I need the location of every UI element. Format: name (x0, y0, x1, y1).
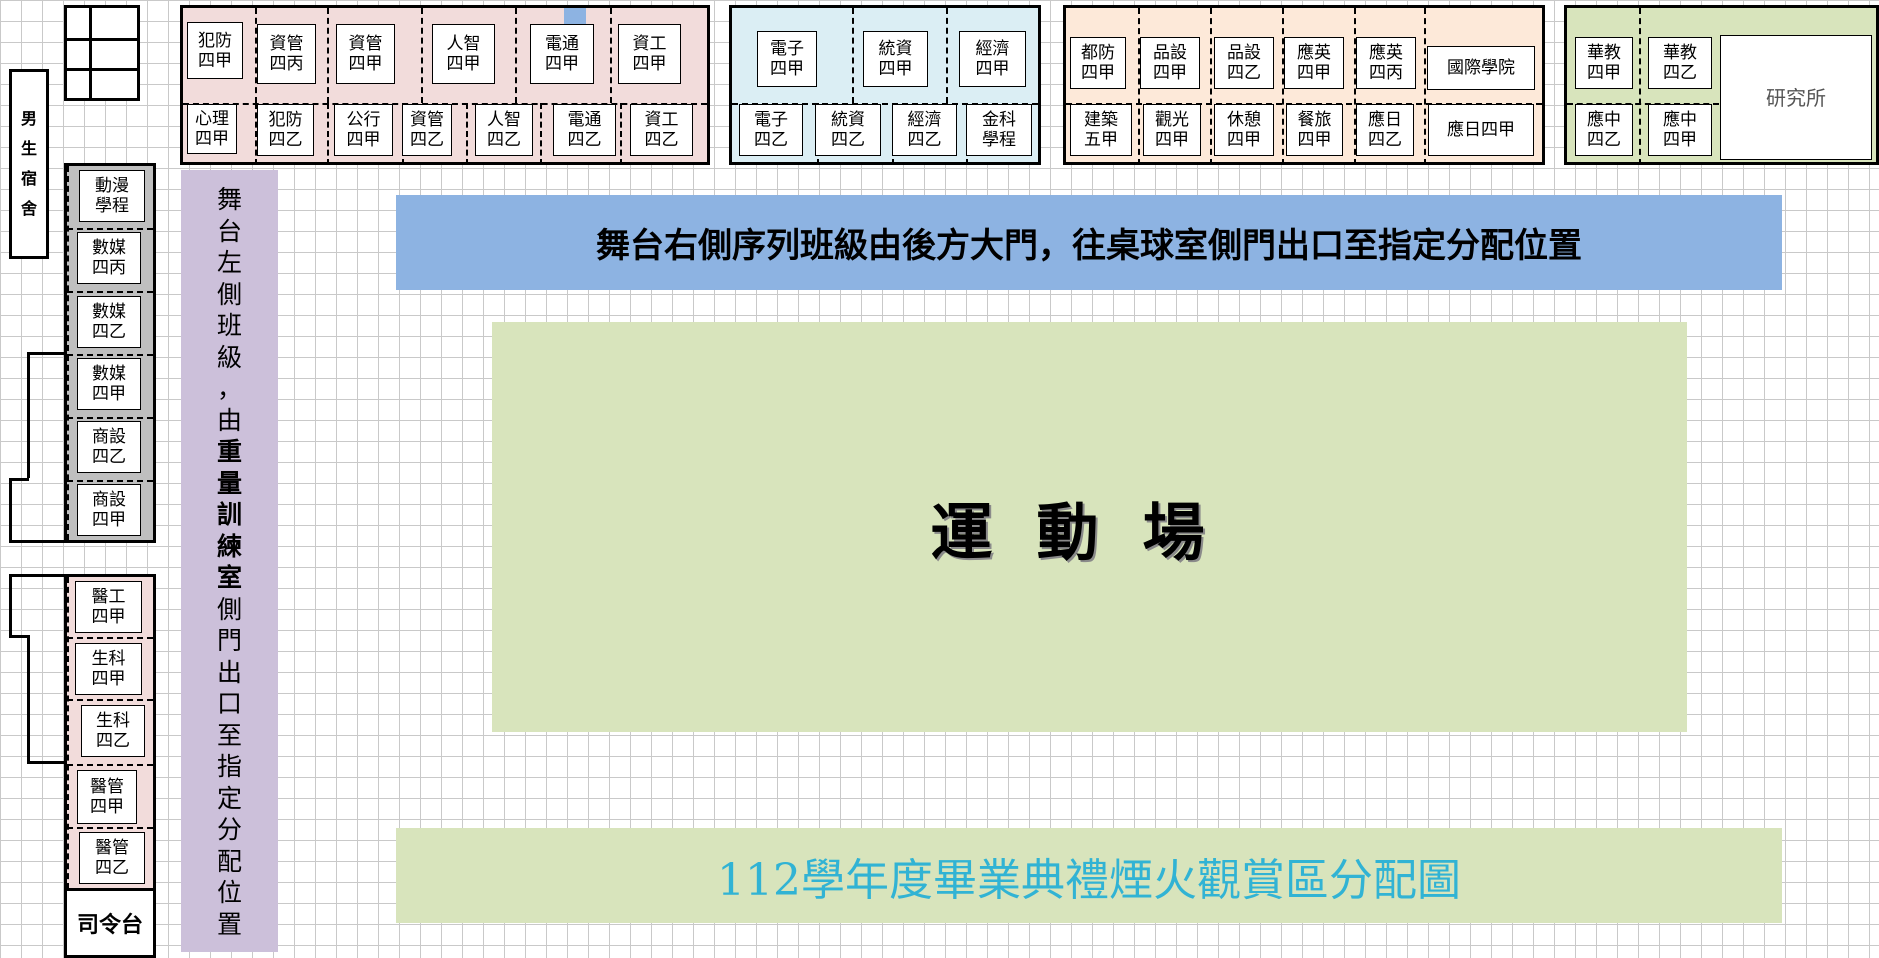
room-gray-5: 商設 四乙 (77, 421, 141, 473)
strip-char: 定 (216, 783, 242, 813)
strip-char: ， (216, 374, 242, 403)
room-pink-5: 醫管 四乙 (79, 832, 145, 884)
room-block1-bottom-7: 資工 四乙 (630, 104, 693, 156)
room-pink-2: 生科 四甲 (75, 643, 142, 695)
dorm-char-3: 宿 (20, 169, 37, 188)
room-block1-bottom-1: 心理 四甲 (187, 104, 237, 154)
room-block1-bottom-3: 公行 四甲 (334, 104, 393, 156)
room-block2-top-2: 統資 四甲 (863, 31, 928, 87)
strip-char: 置 (216, 909, 242, 939)
strip-char: 舞 (216, 185, 242, 214)
room-block2-bottom-3: 經濟 四乙 (892, 104, 957, 156)
strip-char: 左 (216, 248, 242, 277)
strip-char: 台 (216, 216, 242, 246)
room-block4-bottom-1: 應中 四乙 (1575, 104, 1633, 156)
left-side-instruction-strip: 舞台左側班級，由重量訓練室側門出口至指定分配位置 (181, 170, 278, 952)
room-block1-top-6: 資工 四甲 (618, 24, 681, 84)
dorm-char-4: 舍 (20, 199, 37, 218)
command-post: 司令台 (64, 888, 156, 958)
room-gray-6: 商設 四甲 (77, 484, 141, 536)
gray-building-column (64, 163, 156, 543)
room-block2-bottom-1: 電子 四乙 (739, 104, 803, 156)
strip-char: 練 (216, 531, 242, 561)
room-block1-top-3: 資管 四甲 (336, 24, 395, 84)
strip-char: 由 (216, 405, 242, 435)
room-block3-bottom-5: 應日 四乙 (1356, 104, 1414, 156)
room-block3-top-1: 都防 四甲 (1070, 37, 1126, 89)
room-pink-4: 醫管 四甲 (77, 770, 137, 824)
room-block4-bottom-2: 應中 四甲 (1648, 104, 1712, 156)
room-block1-bottom-6: 電通 四乙 (553, 104, 616, 156)
boys-dormitory: 男 生 宿 舍 (9, 69, 49, 259)
room-block4-top-2: 華教 四乙 (1648, 37, 1712, 89)
room-block1-bottom-2: 犯防 四乙 (257, 104, 314, 156)
room-gray-1: 動漫 學程 (79, 170, 145, 222)
sports-field: 運動場 (492, 322, 1687, 732)
strip-char: 班 (216, 311, 242, 340)
room-gray-2: 數媒 四丙 (77, 232, 141, 284)
dorm-char-2: 生 (20, 139, 37, 158)
strip-char: 口 (216, 689, 242, 718)
room-pink-3: 生科 四乙 (81, 705, 145, 757)
strip-char: 指 (216, 752, 242, 781)
room-block2-top-3: 經濟 四甲 (959, 31, 1026, 87)
room-block1-bottom-4: 資管 四乙 (402, 104, 452, 156)
top-left-building (64, 5, 140, 101)
room-gray-4: 數媒 四甲 (77, 358, 141, 410)
room-block3-top-4: 應英 四甲 (1284, 37, 1344, 89)
room-block1-top-2: 資管 四丙 (257, 24, 316, 84)
strip-char: 出 (216, 657, 242, 687)
strip-char: 訓 (216, 500, 242, 529)
strip-char: 側 (216, 279, 242, 309)
room-block3-top-2: 品設 四甲 (1140, 37, 1200, 89)
strip-char: 至 (216, 720, 242, 750)
room-block1-bottom-5: 人智 四乙 (475, 104, 533, 156)
room-block4-top-1: 華教 四甲 (1575, 37, 1633, 89)
room-block3-top-5: 應英 四丙 (1356, 37, 1416, 89)
strip-char: 級 (216, 342, 242, 372)
room-block2-bottom-2: 統資 四乙 (815, 104, 881, 156)
room-block3-bottom-6: 應日四甲 (1428, 104, 1534, 156)
room-block3-bottom-1: 建築 五甲 (1070, 104, 1132, 156)
room-block1-top-4: 人智 四甲 (432, 24, 495, 84)
room-block3-bottom-4: 餐旅 四甲 (1286, 104, 1343, 156)
room-block2-bottom-4: 金科 學程 (966, 104, 1032, 156)
strip-char: 配 (216, 846, 242, 876)
room-gray-3: 數媒 四乙 (77, 296, 141, 348)
page-title: 112學年度畢業典禮煙火觀賞區分配圖 (396, 828, 1782, 923)
strip-char: 室 (216, 563, 242, 592)
strip-char: 分 (216, 815, 242, 844)
strip-char: 位 (216, 878, 242, 907)
strip-char: 門 (216, 626, 242, 655)
room-block1-top-5: 電通 四甲 (530, 24, 594, 84)
strip-char: 重 (216, 437, 242, 466)
room-block3-bottom-3: 休憩 四甲 (1214, 104, 1274, 156)
strip-char: 量 (216, 468, 242, 498)
room-research-institute: 研究所 (1720, 35, 1872, 160)
room-pink-1: 醫工 四甲 (75, 581, 142, 633)
room-block3-top-6: 國際學院 (1427, 46, 1535, 90)
dorm-char-1: 男 (20, 109, 37, 128)
room-block3-top-3: 品設 四乙 (1214, 37, 1274, 89)
strip-char: 側 (216, 594, 242, 624)
right-side-instruction-banner: 舞台右側序列班級由後方大門，往桌球室側門出口至指定分配位置 (396, 195, 1782, 290)
room-block3-bottom-2: 觀光 四甲 (1143, 104, 1201, 156)
room-block1-top-1: 犯防 四甲 (187, 22, 243, 79)
room-block2-top-1: 電子 四甲 (757, 31, 817, 87)
